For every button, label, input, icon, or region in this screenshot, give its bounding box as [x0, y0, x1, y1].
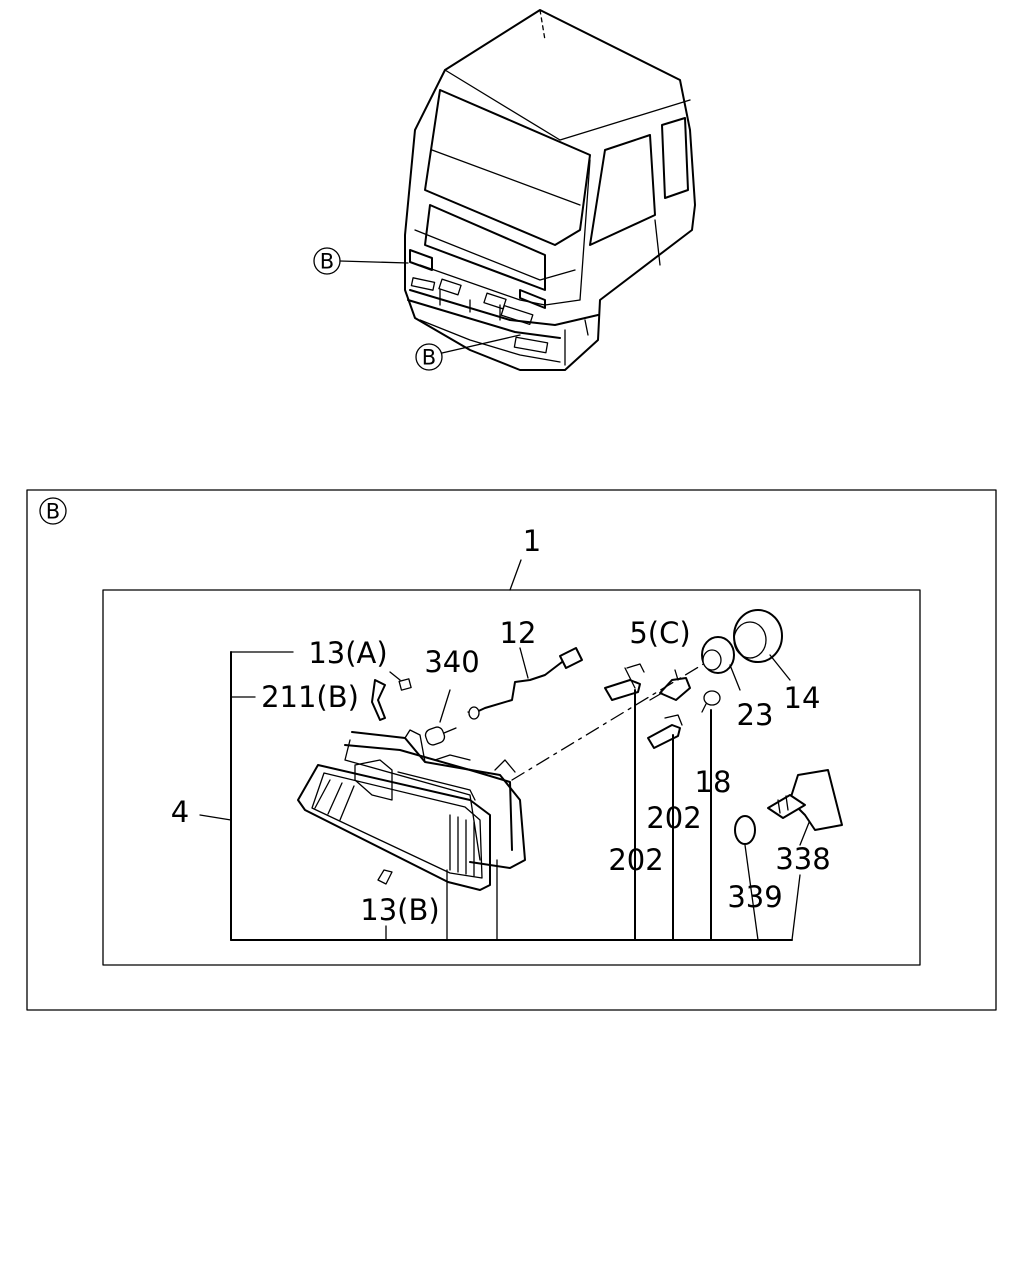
- screw-upper: [604, 663, 645, 701]
- clip-13a: [389, 671, 412, 691]
- cap-14: [733, 609, 791, 681]
- label-338: 338: [775, 842, 830, 876]
- assembly-1-frame: [102, 589, 921, 966]
- label-18: 18: [695, 765, 732, 799]
- label-4: 4: [171, 795, 189, 829]
- screw-lower: [647, 714, 683, 749]
- label-202-upper: 202: [646, 801, 701, 835]
- label-13b: 13(B): [360, 893, 439, 927]
- lamp-assembly: [297, 729, 526, 891]
- oring-339: [734, 815, 756, 845]
- connector-338: [767, 769, 843, 831]
- callout-b-upper: B: [313, 247, 409, 275]
- svg-text:B: B: [46, 500, 60, 524]
- label-12: 12: [500, 616, 537, 650]
- screw-18: [701, 690, 721, 713]
- wire-harness-12: [467, 647, 583, 720]
- bracket-211b: [371, 679, 386, 721]
- leader-lines: [199, 651, 811, 941]
- label-340: 340: [424, 645, 479, 679]
- label-1: 1: [523, 524, 541, 558]
- svg-text:B: B: [422, 346, 436, 370]
- label-23: 23: [737, 698, 774, 732]
- assembly-centerline: [511, 659, 711, 781]
- bulb-340: [424, 689, 457, 746]
- callout-b-detail: B: [39, 497, 67, 525]
- label-339: 339: [727, 880, 782, 914]
- svg-text:B: B: [320, 250, 334, 274]
- truck-cab-illustration: [404, 9, 696, 371]
- label-13a: 13(A): [308, 636, 387, 670]
- label-202-lower: 202: [608, 843, 663, 877]
- callout-b-lower: B: [415, 334, 521, 371]
- label-211b: 211(B): [261, 680, 359, 714]
- bulb-5c: [649, 669, 691, 701]
- detail-b-frame: [26, 489, 997, 1011]
- label-14: 14: [784, 681, 821, 715]
- label-5c: 5(C): [629, 616, 690, 650]
- socket-23: [701, 636, 741, 691]
